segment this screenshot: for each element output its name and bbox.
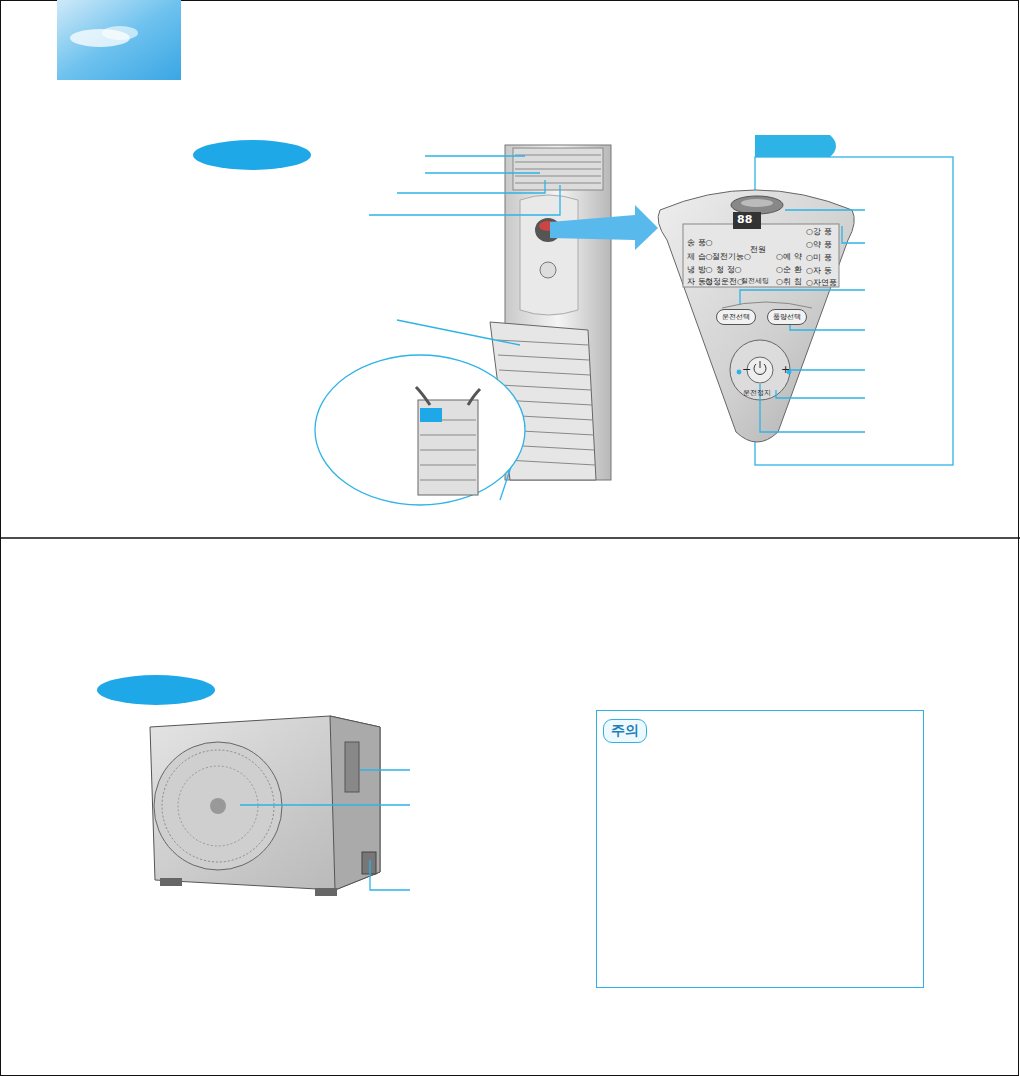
caution-heading: 주의 — [603, 719, 647, 743]
indicator-label: ○순 환 — [776, 266, 802, 274]
indicator-label: 송 풍○ — [687, 239, 713, 247]
fan-button: 풍량선택 — [767, 309, 807, 325]
indicator-label: ○예 약 — [776, 253, 802, 261]
indicator-label: 냉 방○ — [687, 266, 713, 274]
indicator-label: 청 정○ — [716, 266, 742, 274]
caution-box: 주의 — [596, 710, 924, 988]
display-digits: 88 — [737, 214, 752, 225]
mode-button: 운전선택 — [716, 309, 756, 325]
indicator-label: ○약 풍 — [806, 241, 832, 249]
indicator-label: ○자연풍 — [806, 279, 837, 287]
button-label: 풍량선택 — [773, 312, 801, 322]
indicator-label: 운전정지 — [743, 390, 771, 397]
indicator-label: ○강 풍 — [806, 228, 832, 236]
indicator-label: 절전세팅 — [741, 278, 769, 285]
indicator-label: + — [781, 364, 790, 375]
indicator-label: 절전기능○ — [712, 253, 751, 261]
indicator-label: ○자 동 — [806, 267, 832, 275]
indicator-label: ○미 풍 — [806, 254, 832, 262]
indicator-label: 제 습○ — [687, 253, 713, 261]
button-label: 운전선택 — [722, 312, 750, 322]
indicator-label: 청정운전○ — [705, 278, 744, 286]
indicator-label: ○취 침 — [776, 278, 802, 286]
indicator-label: 전원 — [750, 246, 766, 254]
indicator-label: − — [742, 364, 751, 375]
